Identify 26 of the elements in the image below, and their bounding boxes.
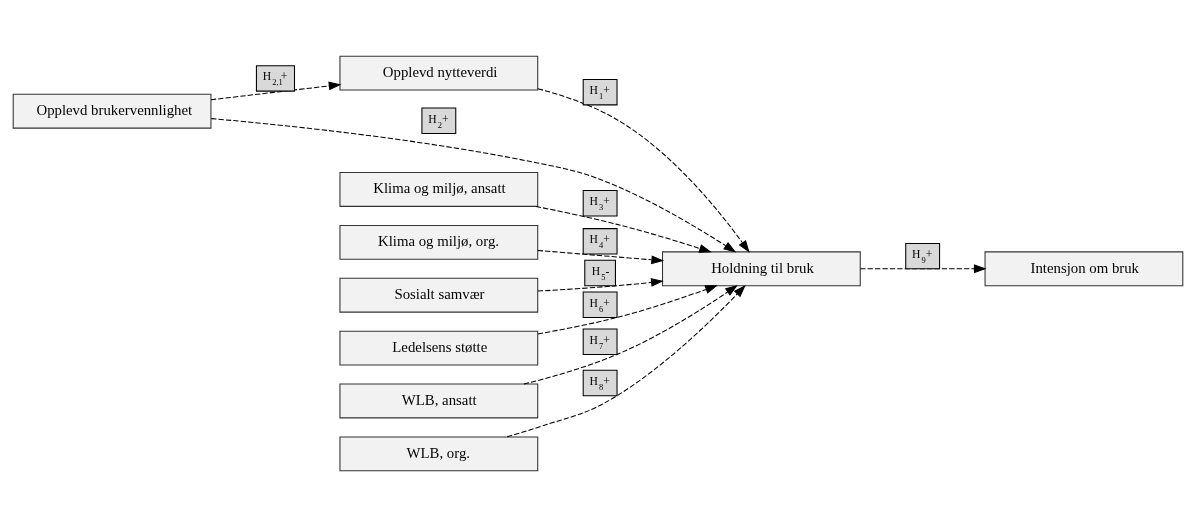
edge-label: H$_{2}$+ [428,112,449,130]
node-box: Sosialt samvær [339,277,539,313]
arrow [537,284,718,334]
arrow [859,263,987,273]
arrow [537,249,665,264]
node-box: Klima og miljø, ansatt [339,171,539,207]
edge-label: H$_{2,1}$+ [262,69,288,87]
edge-label: H$_{4}$+ [589,232,610,250]
node-box: Holdning til bruk [662,250,861,286]
edge-label: H$_{6}$+ [589,296,610,314]
edge-label: H$_{3}$+ [589,194,610,212]
arrow [210,81,342,100]
node-box: WLB, org. [339,435,539,471]
node-box: Opplevd nytteverdi [339,55,539,91]
arrow [537,277,664,292]
node-box: Opplevd brukervennlighet [12,93,212,129]
edge-label: H$_{8}$+ [589,374,610,392]
node-box: Klima og miljø, org. [339,224,539,260]
node-box: Ledelsens støtte [339,330,539,366]
edge-label: H$_{9}$+ [912,247,933,265]
node-box: Intensjon om bruk [984,250,1184,286]
edge-label: H$_{5}$- [591,264,610,282]
edge-label: H$_{1}$+ [589,83,610,101]
arrow [523,284,738,385]
node-box: WLB, ansatt [339,383,539,418]
edge-label: H$_{7}$+ [589,333,610,351]
